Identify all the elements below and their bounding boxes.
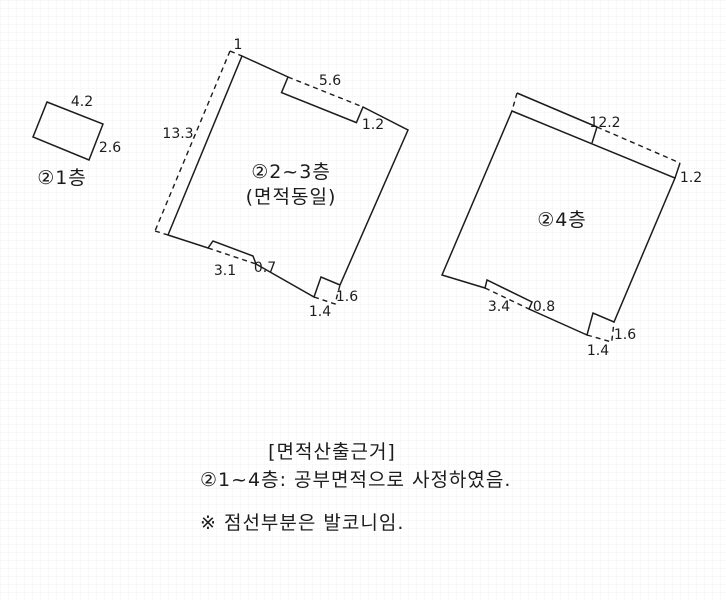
floor23-top-depth-dim: 1.2 <box>362 117 384 133</box>
floor4-label: ②4층 <box>537 209 587 231</box>
floor23-label: ②2~3층 <box>251 161 331 183</box>
floor4-corner-depth-dim: 1.6 <box>614 327 636 343</box>
floor23-corner-balcony-line <box>313 284 341 305</box>
floor4-bottom-balcony-dim: 3.4 <box>488 299 510 315</box>
floor23-top-balcony-dim: 5.6 <box>319 73 341 89</box>
notes-group: [면적산출근거] ②1~4층: 공부면적으로 사정하였음. ※ 점선부분은 발코… <box>200 441 511 534</box>
floor23-corner-width-dim: 1.4 <box>309 304 331 320</box>
notes-line1: ②1~4층: 공부면적으로 사정하였음. <box>200 469 511 491</box>
floor4-top-balcony-dim: 12.2 <box>589 115 620 131</box>
floor23-sublabel: (면적동일) <box>246 186 337 208</box>
floor23-group: 1 13.3 5.6 1.2 3.1 0.7 1.4 1.6 ②2~3층 (면적… <box>154 37 409 320</box>
floor23-top-offset-line <box>229 50 243 57</box>
floor4-top-mid-tick <box>591 126 598 144</box>
floor4-bottom-balcony-line <box>484 287 530 310</box>
floor1-outline <box>32 101 104 161</box>
notes-line2: ※ 점선부분은 발코니임. <box>200 512 404 534</box>
floor4-top-outer-solid <box>516 92 598 128</box>
floor23-corner-depth-dim: 1.6 <box>336 289 358 305</box>
floor4-top-balcony-line <box>596 126 681 164</box>
floor4-top-depth-dim: 1.2 <box>680 170 702 186</box>
floor4-group: 12.2 1.2 3.4 0.8 1.4 1.6 ②4층 <box>440 92 702 359</box>
floor23-top-balcony-line <box>287 76 364 108</box>
floor23-left-dim: 13.3 <box>162 126 193 142</box>
floor23-wall-outline <box>166 54 409 299</box>
floor4-corner-width-dim: 1.4 <box>587 343 609 359</box>
floor23-left-balcony-line <box>154 50 231 232</box>
floor4-corner-balcony-line <box>586 321 615 343</box>
floor4-bottom-depth-dim: 0.8 <box>533 299 555 315</box>
floor4-top-right-step <box>674 162 681 179</box>
floor4-topleft-step-line <box>511 92 518 112</box>
floor23-bottom-balcony-line <box>207 247 257 265</box>
floor23-bottom-depth-dim: 0.7 <box>254 260 276 276</box>
notes-header: [면적산출근거] <box>268 441 396 463</box>
floor1-height-dim: 2.6 <box>99 140 121 156</box>
floor1-width-dim: 4.2 <box>71 94 93 110</box>
floor1-group: 4.2 2.6 ②1층 <box>32 94 121 189</box>
floor23-top-offset-dim: 1 <box>234 37 243 53</box>
floor23-bottomleft-step-line <box>154 230 169 236</box>
floor23-bottom-balcony-dim: 3.1 <box>214 263 236 279</box>
floor1-label: ②1층 <box>37 167 87 189</box>
